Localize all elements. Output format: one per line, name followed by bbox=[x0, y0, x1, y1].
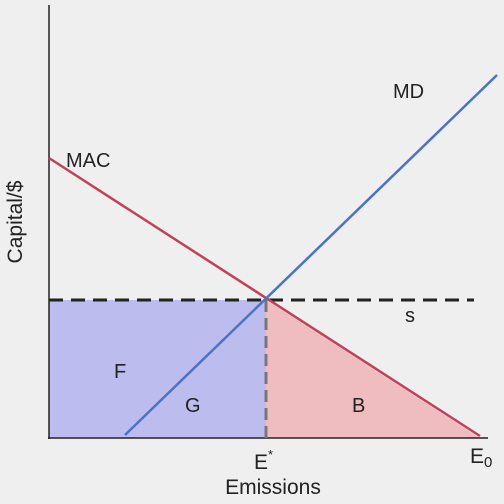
tick-e-star: E* bbox=[254, 447, 273, 474]
md-label: MD bbox=[393, 81, 424, 103]
tick-e-star-base: E bbox=[254, 451, 268, 474]
tick-e-star-sup: * bbox=[268, 447, 273, 462]
region-g-label: G bbox=[185, 395, 201, 417]
region-f-g-fill bbox=[49, 300, 266, 438]
tick-e-zero-sub: 0 bbox=[484, 454, 492, 471]
tick-e-zero: E0 bbox=[470, 445, 492, 471]
md-curve bbox=[124, 74, 498, 436]
y-axis-label: Capital/$ bbox=[4, 180, 27, 263]
region-b-label: B bbox=[352, 395, 365, 417]
subsidy-label: s bbox=[405, 305, 415, 327]
tick-e-zero-base: E bbox=[470, 445, 484, 468]
mac-curve bbox=[48, 156, 481, 438]
region-b-fill bbox=[266, 300, 480, 438]
x-axis-label: Emissions bbox=[225, 476, 321, 499]
region-f-label: F bbox=[114, 361, 126, 383]
mac-label: MAC bbox=[66, 150, 110, 172]
